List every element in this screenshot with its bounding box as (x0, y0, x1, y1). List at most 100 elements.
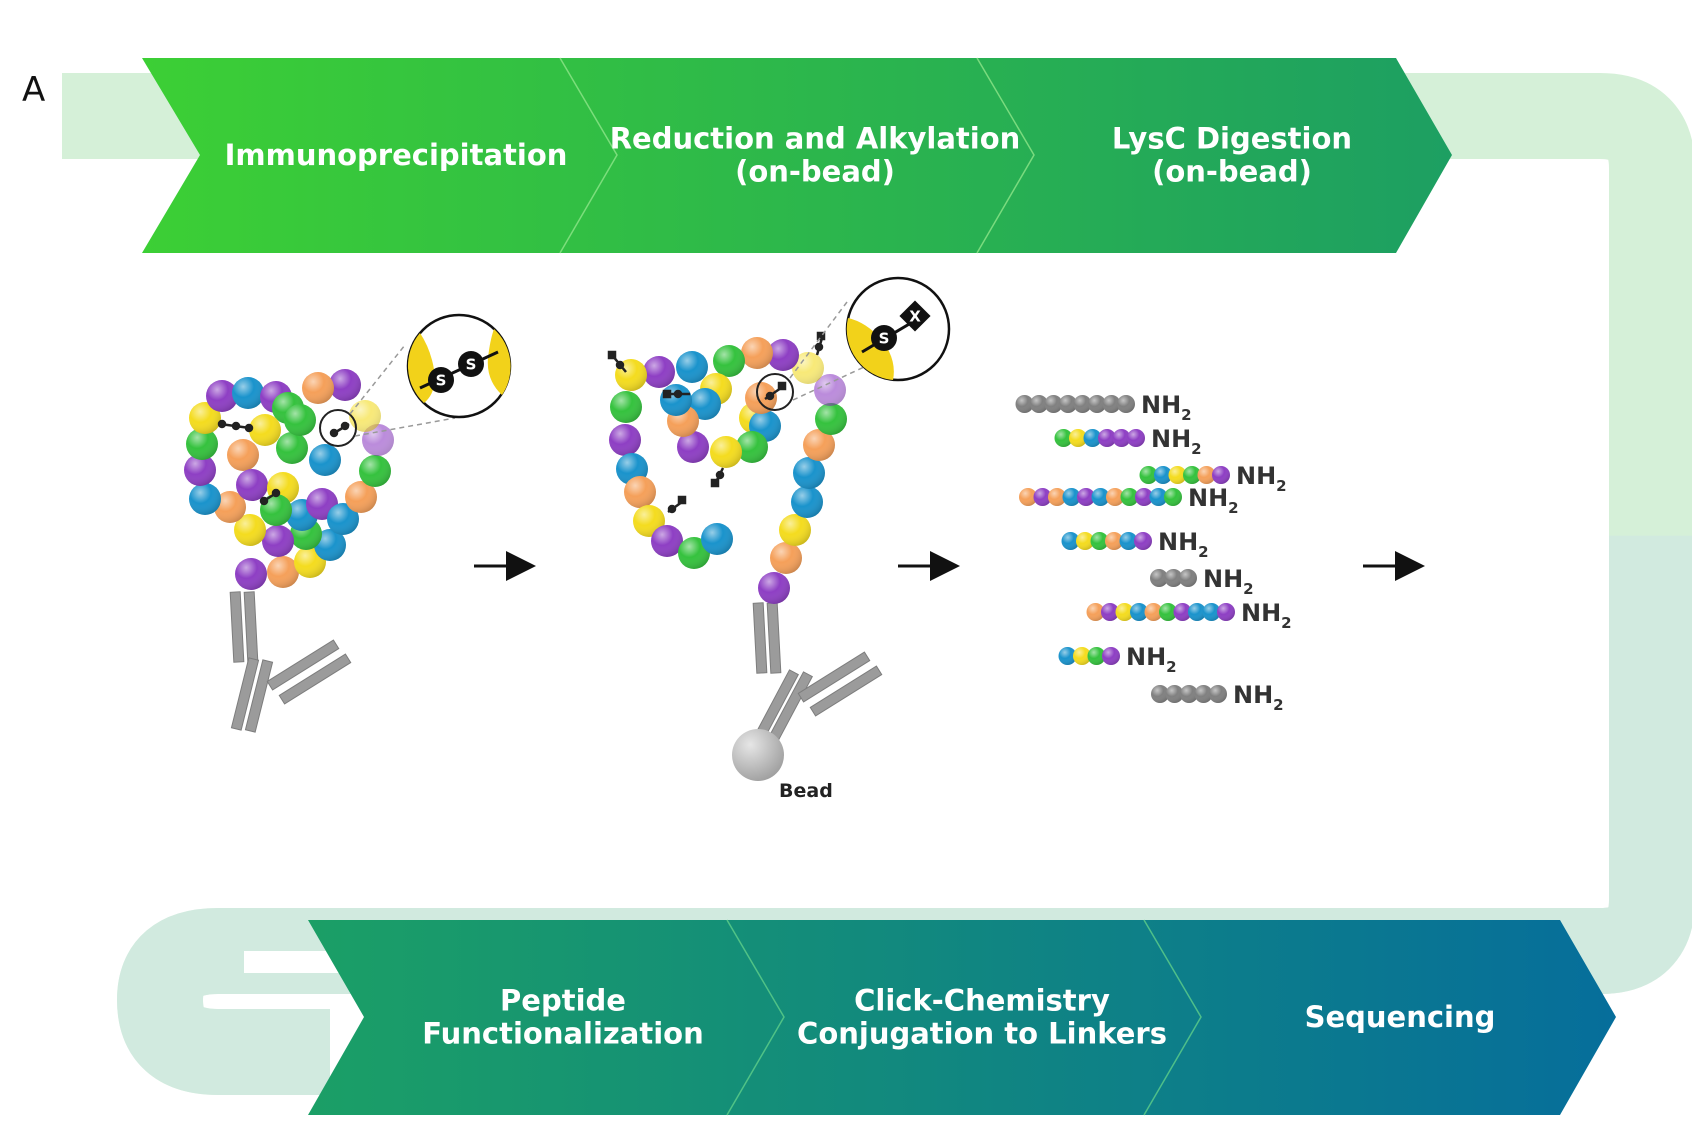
peptide-1-residue-5 (1073, 395, 1092, 413)
peptide-8-residue-1 (1058, 647, 1077, 665)
residue-mid-19 (677, 431, 709, 463)
residue-left-17 (249, 414, 281, 446)
residue-mid-7 (815, 403, 847, 435)
peptide-6-terminus: NH2 (1203, 565, 1254, 598)
terminus-base: NH (1233, 681, 1273, 709)
top-process-banner (142, 57, 1452, 254)
zoom-target-mid (756, 373, 794, 411)
peptide-2-residue-3 (1083, 429, 1102, 447)
residue-mid-6 (803, 429, 835, 461)
peptide-7-residue-1 (1086, 603, 1105, 621)
peptide-9-residue-2 (1165, 685, 1184, 703)
residue-left-7 (234, 514, 266, 546)
top-step-2: Reduction and Alkylation(on-bead) (610, 122, 1021, 189)
alkylated-cysteine-marks (607, 331, 826, 514)
terminus-subscript: 2 (1273, 696, 1283, 714)
peptide-4-residue-9 (1135, 488, 1153, 506)
terminus-base: NH (1188, 484, 1228, 512)
peptide-9-residue-5 (1209, 685, 1227, 703)
peptide-2: NH2 (1054, 425, 1202, 458)
residue-left-19 (236, 469, 268, 501)
residue-left-26 (362, 424, 394, 456)
terminus-base: NH (1126, 643, 1166, 671)
peptide-4-residue-5 (1077, 488, 1095, 506)
peptide-6: NH2 (1150, 565, 1254, 598)
zoom-guide-left (349, 344, 456, 437)
peptide-1-residue-4 (1059, 395, 1077, 413)
bottom-step-2-line-2: Conjugation to Linkers (797, 1017, 1167, 1051)
zoom-guide-mid (789, 301, 891, 401)
residue-mid-24 (610, 391, 642, 423)
peptide-5-residue-4 (1105, 532, 1123, 550)
residue-mid-14 (689, 388, 721, 420)
residue-left-18 (227, 439, 259, 471)
zoom-callout-mid: S X (845, 276, 951, 382)
terminus-subscript: 2 (1181, 406, 1191, 424)
peptide-7: NH2 (1086, 599, 1292, 632)
residue-left-31 (284, 404, 316, 436)
terminus-base: NH (1151, 425, 1191, 453)
top-step-3: LysC Digestion(on-bead) (1112, 122, 1352, 189)
peptide-8-terminus: NH2 (1126, 643, 1177, 676)
peptide-7-residue-10 (1217, 603, 1235, 621)
bottom-step-2-line-1: Click-Chemistry (854, 984, 1110, 1018)
residue-mid-10 (767, 339, 799, 371)
peptide-7-residue-7 (1173, 603, 1192, 621)
residue-mid-12 (713, 345, 745, 377)
peptide-2-residue-6 (1127, 429, 1145, 447)
peptide-4-residue-6 (1091, 488, 1110, 506)
terminus-base: NH (1141, 391, 1181, 419)
terminus-subscript: 2 (1281, 614, 1291, 632)
top-step-3-line-2: (on-bead) (1152, 155, 1312, 189)
residue-mid-1 (758, 572, 790, 604)
terminus-subscript: 2 (1243, 580, 1253, 598)
peptide-6-residue-2 (1164, 569, 1183, 587)
peptide-1-terminus: NH2 (1141, 391, 1192, 424)
peptide-4-residue-7 (1106, 488, 1124, 506)
disulfide-marks-left (217, 419, 350, 506)
peptide-4: NH2 (1019, 484, 1239, 517)
residue-left-29 (302, 372, 334, 404)
peptide-2-residue-1 (1054, 429, 1073, 447)
residue-left-23 (327, 503, 359, 535)
peptide-1: NH2 (1015, 391, 1192, 424)
terminus-subscript: 2 (1228, 499, 1238, 517)
peptide-7-residue-6 (1159, 603, 1177, 621)
residue-left-11 (186, 428, 218, 460)
peptide-8-residue-2 (1073, 647, 1091, 665)
residue-left-9 (189, 483, 221, 515)
zoom-mid-letter-1: S (879, 330, 890, 348)
residue-mid-22 (643, 356, 675, 388)
residue-left-1 (235, 558, 267, 590)
residue-left-10 (184, 454, 216, 486)
peptide-1-residue-6 (1088, 395, 1106, 413)
peptide-5-residue-6 (1134, 532, 1152, 550)
residue-mid-25 (609, 424, 641, 456)
residue-left-4 (314, 529, 346, 561)
residue-mid-30 (678, 537, 710, 569)
zoom-left-letter-1: S (436, 372, 447, 390)
peptide-5-terminus: NH2 (1158, 528, 1209, 561)
peptide-5: NH2 (1061, 528, 1209, 561)
peptide-5-residue-2 (1076, 532, 1094, 550)
peptide-4-residue-10 (1149, 488, 1168, 506)
peptide-1-residue-3 (1044, 395, 1063, 413)
peptide-3: NH2 (1139, 462, 1287, 495)
peptide-7-terminus: NH2 (1241, 599, 1292, 632)
residue-mid-21 (660, 384, 692, 416)
peptide-3-residue-6 (1212, 466, 1230, 484)
terminus-base: NH (1236, 462, 1276, 490)
zoom-left-letter-2: S (466, 356, 477, 374)
peptide-2-residue-4 (1098, 429, 1116, 447)
residue-mid-27 (624, 476, 656, 508)
peptide-3-residue-5 (1197, 466, 1216, 484)
residue-mid-33 (745, 382, 777, 414)
peptide-7-residue-4 (1130, 603, 1148, 621)
top-step-2-line-1: Reduction and Alkylation (610, 122, 1021, 156)
residue-mid-8 (814, 374, 846, 406)
peptide-3-residue-1 (1139, 466, 1158, 484)
residue-mid-18 (710, 436, 742, 468)
